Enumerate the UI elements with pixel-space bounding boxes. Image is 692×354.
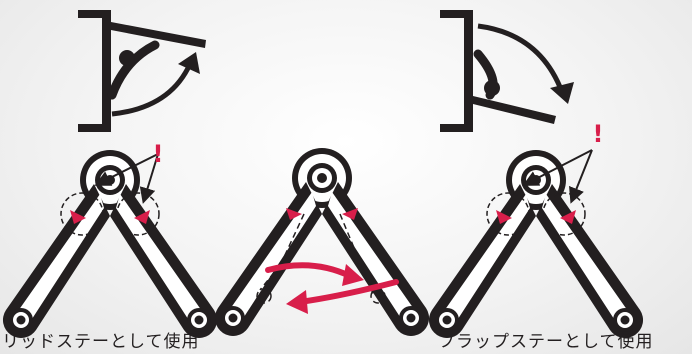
warning-mark: !	[593, 120, 604, 148]
adjust-mark-icon	[286, 208, 302, 220]
flap-stay-mechanism	[428, 149, 644, 339]
lid-stay-mechanism	[2, 150, 218, 339]
adjust-mark-icon	[560, 210, 576, 224]
adjust-mark-icon	[342, 208, 358, 220]
adjustment-diagram	[214, 148, 430, 337]
lid-stay-frame-icon	[78, 10, 206, 132]
flap-stay-frame-icon	[440, 10, 574, 132]
flap-stay-diagram: !	[428, 10, 644, 339]
flap-stay-caption: フラップステーとして使用	[438, 332, 654, 352]
lid-stay-caption: リッドステーとして使用	[2, 332, 200, 352]
rotation-arrows-icon	[265, 262, 399, 314]
adjust-mark-icon	[134, 210, 150, 224]
adjust-mark-icon	[496, 210, 512, 224]
lid-stay-diagram: !	[2, 10, 218, 339]
adjust-mark-icon	[70, 210, 86, 224]
warning-mark: !	[153, 140, 164, 168]
